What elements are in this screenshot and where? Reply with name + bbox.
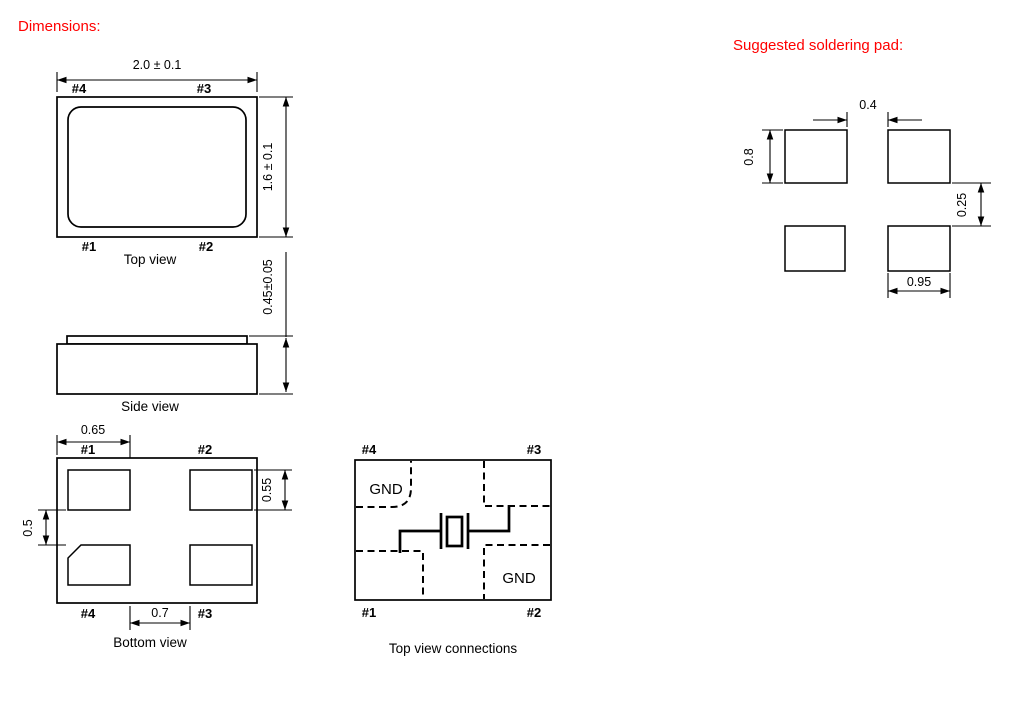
solder-pad-height-dimension: 0.8: [742, 129, 783, 184]
solder-pad-width-value: 0.95: [907, 275, 931, 289]
top-view-height-dimension: 1.6 ± 0.1: [259, 96, 293, 238]
connections-pad-1-boundary: [356, 550, 424, 599]
top-view-width-value: 2.0 ± 0.1: [133, 58, 182, 72]
top-view-pin-2: #2: [199, 239, 213, 254]
thickness-dimension: 0.45±0.05: [249, 252, 293, 395]
solder-pad-width-dimension: 0.95: [887, 273, 951, 298]
solder-vertical-gap-dimension: 0.25: [952, 182, 991, 227]
bottom-view-caption: Bottom view: [113, 635, 187, 650]
soldering-pad-drawing: 0.4 0.8 0.25 0.95: [742, 98, 991, 298]
thickness-value: 0.45±0.05: [261, 259, 275, 315]
connections-pin-2: #2: [527, 605, 541, 620]
solder-pad-top-left: [784, 129, 848, 184]
top-view-lid-outline: [67, 106, 247, 228]
bottom-view-pad-width-dimension: 0.65: [56, 423, 131, 466]
connections-pad-3-boundary: [483, 461, 550, 507]
top-view-caption: Top view: [124, 252, 177, 267]
pad-height-value: 0.55: [260, 478, 274, 502]
connections-pin-4: #4: [362, 442, 377, 457]
pad-width-value: 0.65: [81, 423, 105, 437]
bottom-pad-3: [189, 544, 253, 586]
solder-pad-bottom-right: [887, 225, 951, 272]
top-view-pin-1: #1: [82, 239, 96, 254]
crystal-body: [445, 515, 464, 548]
bottom-view-pin-2: #2: [198, 442, 212, 457]
connections-pad-4-boundary: [356, 461, 412, 508]
bottom-view-pin-4: #4: [81, 606, 96, 621]
solder-pad-height-value: 0.8: [742, 148, 756, 165]
top-view-pin-4: #4: [72, 81, 87, 96]
top-view-height-value: 1.6 ± 0.1: [261, 143, 275, 192]
gnd-label-bottom-right: GND: [502, 570, 536, 587]
side-view-lid: [66, 335, 248, 345]
center-gap-value: 0.4: [859, 98, 876, 112]
bottom-view-pad-height-dimension: 0.55: [254, 469, 292, 511]
solder-center-gap-dimension: 0.4: [813, 98, 922, 127]
bottom-pad-2: [189, 469, 253, 511]
side-view-caption: Side view: [121, 399, 179, 414]
top-view-width-dimension: 2.0 ± 0.1: [56, 58, 258, 92]
bottom-view-drawing: 0.65 #1 #2 0.55 0.5 0.7 #4 #3 Bot: [21, 423, 292, 650]
solder-pad-top-right: [887, 129, 951, 184]
top-view-drawing: 2.0 ± 0.1 #4 #3 #1 #2 Top view 1.6 ± 0.1: [56, 58, 293, 267]
bottom-view-vertical-gap-dimension: 0.5: [21, 509, 66, 546]
solder-vertical-gap-value: 0.25: [955, 193, 969, 217]
dimensions-heading: Dimensions:: [18, 18, 101, 35]
vertical-gap-value: 0.5: [21, 519, 35, 536]
connections-pin-3: #3: [527, 442, 541, 457]
bottom-view-pin-1: #1: [81, 442, 95, 457]
bottom-pad-1: [67, 469, 131, 511]
crystal-lead-left: [398, 529, 441, 553]
connections-drawing: #4 #3 GND GND #1 #2 Top view connections: [354, 442, 552, 656]
side-view-drawing: Side view: [56, 335, 258, 414]
side-view-body: [56, 343, 258, 395]
horizontal-gap-value: 0.7: [151, 606, 168, 620]
soldering-pad-heading: Suggested soldering pad:: [733, 37, 903, 54]
solder-pad-bottom-left: [784, 225, 846, 272]
connections-pin-1: #1: [362, 605, 376, 620]
bottom-view-horizontal-gap-dimension: 0.7: [129, 606, 191, 630]
crystal-lead-right: [468, 505, 511, 533]
bottom-pad-4-chamfered: [67, 544, 131, 586]
bottom-view-pin-3: #3: [198, 606, 212, 621]
top-view-pin-3: #3: [197, 81, 211, 96]
connections-caption: Top view connections: [389, 641, 518, 656]
gnd-label-top-left: GND: [369, 481, 403, 498]
crystal-symbol: [398, 505, 511, 553]
